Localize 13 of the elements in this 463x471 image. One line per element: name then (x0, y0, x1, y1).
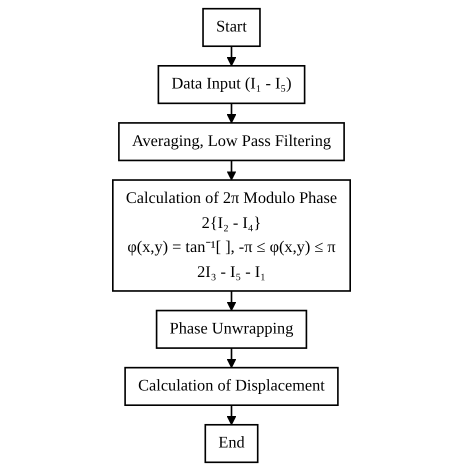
arrow (226, 348, 236, 368)
arrow (226, 46, 236, 66)
arrow (226, 103, 236, 124)
arrow (226, 160, 236, 180)
node-box: End (204, 424, 259, 464)
arrow (226, 405, 236, 426)
arrow (226, 290, 236, 311)
node-box: Data Input (I₁ - I₅) (158, 65, 306, 104)
node-box: Phase Unwrapping (156, 310, 308, 349)
node-box: Averaging, Low Pass Filtering (118, 122, 345, 162)
node-box: Start (202, 8, 261, 48)
node-box: Calculation of 2π Modulo Phase 2{I₂ - I₄} φ(x,y) = tan⁻¹[ ], -π ≤ φ(x,y) ≤ π 2I₃ - I₅ - I₁ (112, 179, 351, 292)
node-box: Calculation of Displacement (124, 366, 339, 406)
